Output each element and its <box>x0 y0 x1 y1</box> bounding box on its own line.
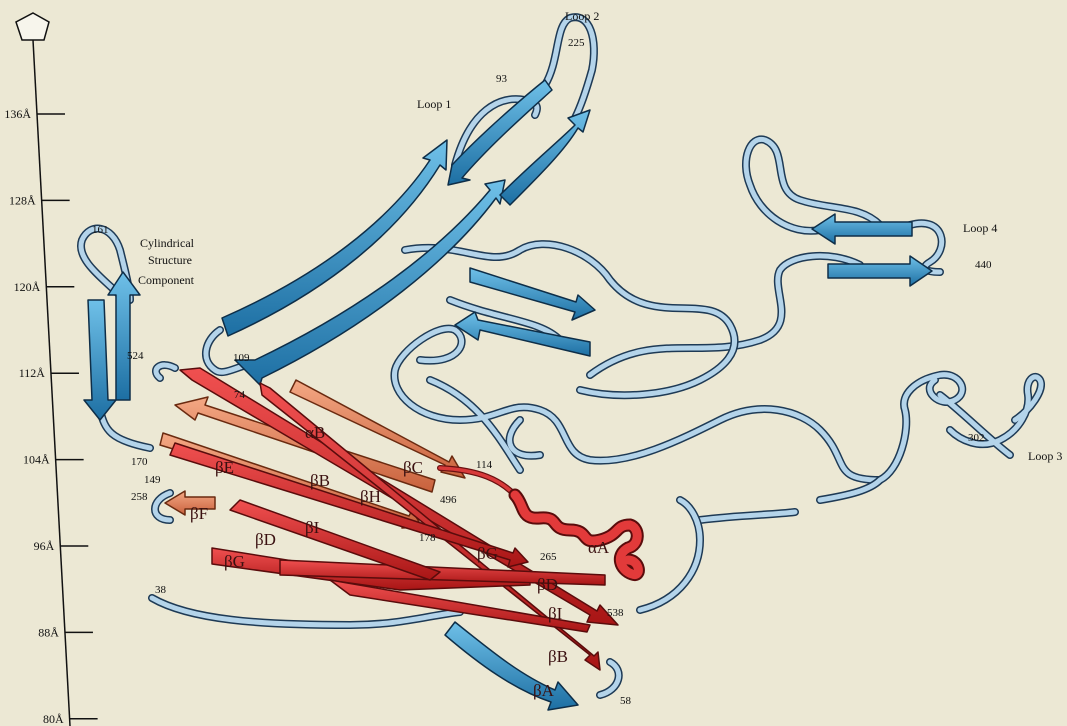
strand-label-betaC: βC <box>403 458 423 477</box>
strand-label-betaG-left: βG <box>224 552 245 571</box>
scale-tick-label-112: 112Å <box>19 366 46 380</box>
residue-74: 74 <box>234 389 246 401</box>
label-loop2: Loop 2 <box>565 9 599 23</box>
strand-label-betaB-upper: βB <box>310 471 330 490</box>
label-cylindrical: Cylindrical <box>140 236 195 250</box>
scale-tick-label-136: 136Å <box>4 107 31 121</box>
strand-label-betaH: βH <box>360 487 381 506</box>
residue-114: 114 <box>476 459 493 471</box>
scale-tick-label-104: 104Å <box>23 453 50 467</box>
residue-258: 258 <box>131 491 148 503</box>
scale-tick-label-80: 80Å <box>43 712 64 726</box>
strand-label-betaD-upper: βD <box>255 530 276 549</box>
residue-524: 524 <box>127 350 144 362</box>
scale-tick-label-88: 88Å <box>38 625 59 639</box>
scale-tick-label-96: 96Å <box>34 539 55 553</box>
strand-label-betaF: βF <box>190 504 208 523</box>
label-component: Component <box>138 273 195 287</box>
residue-496: 496 <box>440 494 457 506</box>
residue-178: 178 <box>419 532 436 544</box>
strand-label-betaI-upper: βI <box>305 518 320 537</box>
label-loop4: Loop 4 <box>963 221 997 235</box>
residue-149: 149 <box>144 474 161 486</box>
residue-161: 161 <box>92 224 109 236</box>
strand-label-alphaB: αB <box>305 423 325 442</box>
scale-tick-label-120: 120Å <box>14 280 41 294</box>
strand-label-alphaA: αA <box>588 538 610 557</box>
residue-538: 538 <box>607 607 624 619</box>
residue-38: 38 <box>155 584 167 596</box>
strand-label-betaE: βE <box>215 458 234 477</box>
residue-170: 170 <box>131 456 148 468</box>
label-structure: Structure <box>148 253 192 267</box>
strand-label-betaG-right: βG <box>477 544 498 563</box>
strand-label-betaA: βA <box>533 681 555 700</box>
residue-225: 225 <box>568 37 585 49</box>
strand-label-betaB-lower: βB <box>548 647 568 666</box>
residue-302: 302 <box>968 432 985 444</box>
residue-109: 109 <box>233 352 250 364</box>
strand-label-betaI-lower: βI <box>548 604 563 623</box>
strand-label-betaD-lower: βD <box>537 575 558 594</box>
scale-tick-label-128: 128Å <box>9 193 36 207</box>
label-loop1: Loop 1 <box>417 97 451 111</box>
label-loop3: Loop 3 <box>1028 449 1062 463</box>
residue-440: 440 <box>975 259 992 271</box>
residue-265: 265 <box>540 551 557 563</box>
residue-93: 93 <box>496 73 508 85</box>
residue-58: 58 <box>620 695 632 707</box>
